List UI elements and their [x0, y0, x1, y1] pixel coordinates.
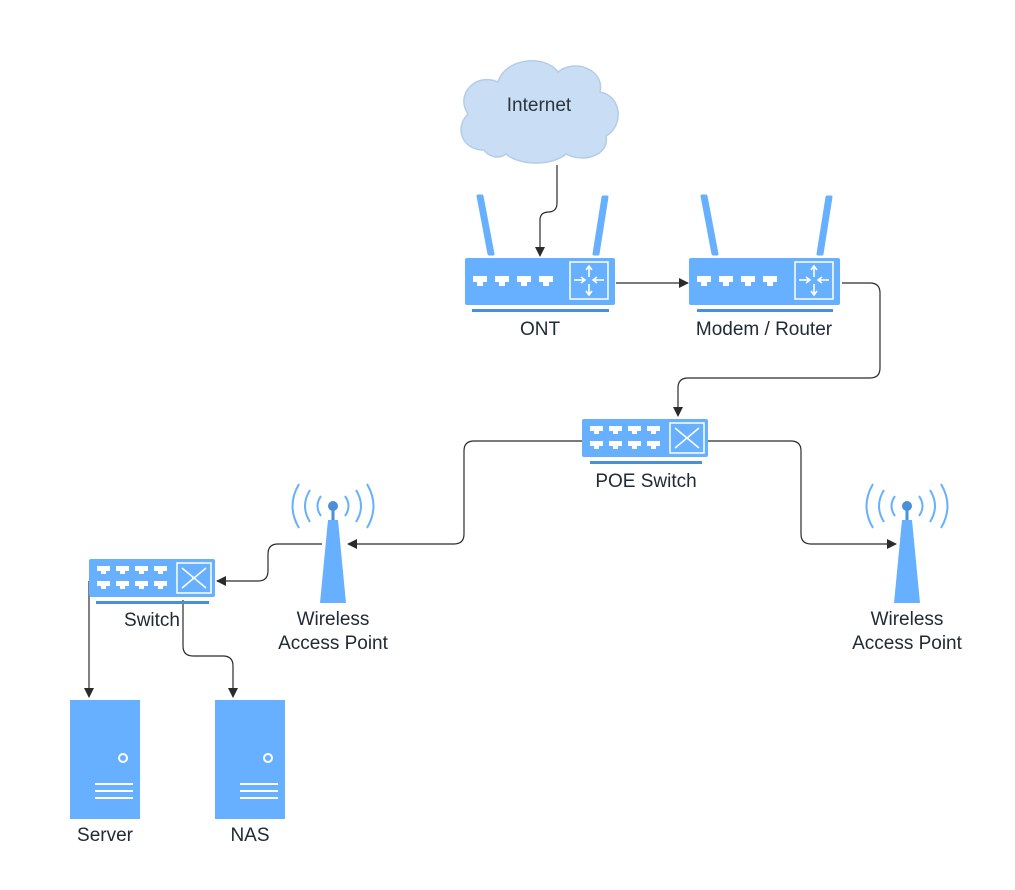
switch-label: Switch	[124, 610, 180, 631]
connector-wap-switch	[216, 543, 322, 586]
switch-icon	[89, 559, 215, 604]
wap-left-label-line1: Wireless	[297, 609, 370, 630]
connector-poe-switch-wap-left	[347, 440, 582, 549]
connector-internet-ont	[535, 165, 558, 257]
internet-cloud-icon	[460, 60, 619, 164]
connector-router-poe-switch	[673, 282, 881, 417]
nas-label: NAS	[230, 825, 269, 846]
ont-router-icon	[465, 194, 615, 312]
ont-label: ONT	[520, 319, 561, 340]
connector-switch-nas	[182, 600, 238, 698]
poe-switch-label: POE Switch	[595, 471, 696, 492]
wap-left-label-line2: Access Point	[278, 633, 389, 654]
server-label: Server	[77, 825, 134, 846]
nas-icon	[215, 700, 285, 819]
connector-poe-switch-wap-right	[708, 440, 897, 549]
wireless-access-point-icon-left	[291, 483, 375, 603]
poe-switch-icon	[582, 419, 708, 464]
wap-right-label-line1: Wireless	[871, 609, 944, 630]
modem-router-icon	[689, 194, 840, 312]
wap-right-label-line2: Access Point	[852, 633, 963, 654]
server-icon	[70, 700, 140, 819]
wireless-access-point-icon-right	[865, 483, 949, 603]
internet-label: Internet	[507, 95, 572, 116]
modem-router-label: Modem / Router	[696, 319, 833, 340]
